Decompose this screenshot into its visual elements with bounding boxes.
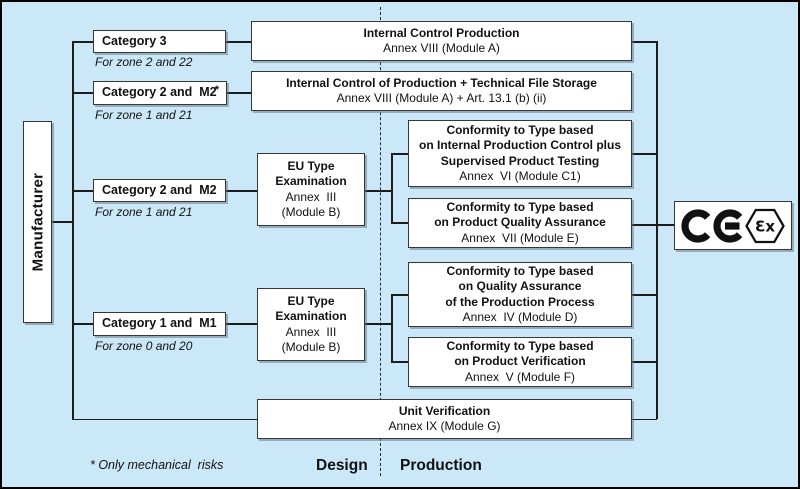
category-1-m1-box: Category 1 and M1 bbox=[93, 312, 226, 336]
module-title: EU Type bbox=[287, 159, 335, 174]
module-f-box: Conformity to Type based on Product Veri… bbox=[408, 337, 632, 387]
connector-line bbox=[365, 323, 392, 325]
module-title: Unit Verification bbox=[398, 403, 491, 418]
connector-line bbox=[226, 41, 251, 43]
mechanical-risks-footnote: * Only mechanical risks bbox=[90, 458, 224, 472]
zone-note: For zone 0 and 20 bbox=[95, 339, 193, 353]
design-production-divider bbox=[380, 7, 381, 476]
category-label: Category 1 and M1 bbox=[102, 316, 217, 331]
left-trunk-line bbox=[72, 41, 74, 420]
category-2-m2-box: Category 2 and M2 bbox=[93, 179, 226, 202]
connector-line bbox=[227, 92, 251, 94]
connector-line bbox=[632, 224, 674, 226]
module-annex: Annex IX (Module G) bbox=[388, 419, 501, 433]
category-label: Category 2 and M2 bbox=[102, 182, 217, 197]
ex-hexagon-icon: Ɛx bbox=[745, 208, 785, 243]
module-annex: Annex VIII (Module A) bbox=[383, 41, 500, 55]
module-title: Examination bbox=[275, 174, 347, 189]
connector-line bbox=[226, 323, 257, 325]
module-title: Internal Control Production bbox=[363, 25, 520, 40]
connector-line bbox=[391, 361, 408, 363]
manufacturer-connector bbox=[52, 221, 73, 223]
eu-type-examination-box-2: EU Type Examination Annex III (Module B) bbox=[257, 288, 365, 361]
manufacturer-label: Manufacturer bbox=[28, 172, 46, 272]
module-title: Conformity to Type based bbox=[446, 200, 594, 215]
connector-line bbox=[632, 361, 657, 363]
module-annex: Annex III bbox=[285, 189, 337, 204]
connector-line bbox=[365, 190, 392, 192]
module-d-box: Conformity to Type based on Quality Assu… bbox=[408, 262, 632, 327]
category-2-m2-mech-box: Category 2 and M2 * bbox=[93, 81, 227, 105]
production-phase-label: Production bbox=[400, 457, 482, 474]
eu-type-examination-box-1: EU Type Examination Annex III (Module B) bbox=[257, 153, 365, 226]
ce-ex-marking-box: Ɛx bbox=[674, 201, 792, 250]
module-annex: Annex VII (Module E) bbox=[461, 230, 579, 245]
connector-line bbox=[391, 294, 408, 296]
connector-line bbox=[72, 92, 93, 94]
module-annex: Annex VI (Module C1) bbox=[459, 168, 581, 183]
module-title: on Internal Production Control plus bbox=[419, 138, 621, 153]
ce-logo bbox=[681, 208, 743, 243]
connector-line bbox=[226, 190, 257, 192]
ex-glyph: Ɛx bbox=[755, 217, 775, 235]
module-title: on Product Quality Assurance bbox=[434, 215, 606, 230]
module-title: Internal Control of Production + Technic… bbox=[286, 75, 597, 90]
module-title: Examination bbox=[275, 309, 347, 324]
module-annex: Annex V (Module F) bbox=[464, 369, 576, 384]
connector-line bbox=[391, 153, 408, 155]
module-title: on Quality Assurance bbox=[458, 279, 582, 294]
module-title: Conformity to Type based bbox=[446, 123, 594, 138]
unit-verification-box: Unit Verification Annex IX (Module G) bbox=[257, 399, 632, 439]
connector-line bbox=[391, 222, 408, 224]
zone-note: For zone 1 and 21 bbox=[95, 108, 193, 122]
connector-line bbox=[72, 418, 257, 420]
module-title: of the Production Process bbox=[445, 294, 595, 309]
module-a-box: Internal Control Production Annex VIII (… bbox=[251, 21, 632, 61]
connector-line bbox=[72, 323, 93, 325]
module-title: Conformity to Type based bbox=[446, 264, 594, 279]
module-annex: Annex III bbox=[285, 324, 337, 339]
right-collector-line bbox=[656, 41, 658, 419]
manufacturer-box: Manufacturer bbox=[23, 121, 52, 323]
split-line-upper bbox=[391, 153, 393, 223]
zone-note: For zone 2 and 22 bbox=[95, 55, 193, 69]
module-title: on Product Verification bbox=[454, 354, 586, 369]
module-title: Supervised Product Testing bbox=[440, 153, 600, 168]
module-c1-box: Conformity to Type based on Internal Pro… bbox=[408, 120, 632, 187]
connector-line bbox=[632, 418, 657, 420]
connector-line bbox=[72, 190, 93, 192]
category-label: Category 2 and M2 bbox=[102, 85, 217, 100]
module-annex: Annex VIII (Module A) + Art. 13.1 (b) (i… bbox=[336, 91, 547, 105]
module-title: Conformity to Type based bbox=[446, 339, 594, 354]
module-annex: (Module B) bbox=[281, 339, 341, 354]
connector-line bbox=[632, 41, 657, 43]
category-3-box: Category 3 bbox=[93, 30, 226, 53]
connector-line bbox=[72, 41, 93, 43]
ce-ex-logo: Ɛx bbox=[681, 208, 785, 243]
module-e-box: Conformity to Type based on Product Qual… bbox=[408, 198, 632, 248]
module-annex: Annex IV (Module D) bbox=[462, 309, 578, 324]
category-label: Category 3 bbox=[102, 33, 167, 48]
split-line-lower bbox=[391, 294, 393, 362]
module-annex: (Module B) bbox=[281, 204, 341, 219]
module-a-art13-box: Internal Control of Production + Technic… bbox=[251, 71, 632, 111]
zone-note: For zone 1 and 21 bbox=[95, 205, 193, 219]
module-title: EU Type bbox=[287, 294, 335, 309]
connector-line bbox=[632, 294, 657, 296]
mechanical-risk-asterisk: * bbox=[214, 84, 219, 96]
connector-line bbox=[632, 153, 657, 155]
design-phase-label: Design bbox=[316, 457, 368, 474]
